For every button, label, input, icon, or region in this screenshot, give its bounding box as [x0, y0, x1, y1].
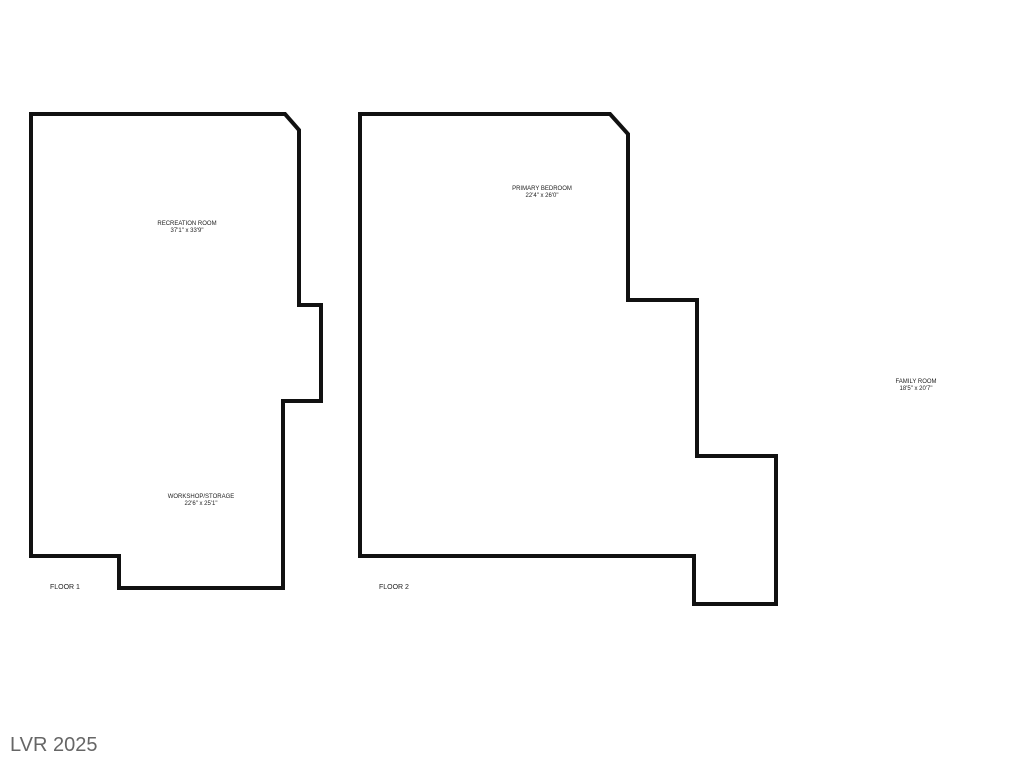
room-name: WORKSHOP/STORAGE — [168, 494, 235, 500]
floor-label: FLOOR 1 — [50, 584, 80, 591]
room-dims: 37'1" x 33'9" — [171, 228, 204, 234]
floor-2: PRIMARY BEDROOM 22'4" x 26'0" FAMILY ROO… — [358, 112, 937, 606]
room-name: FAMILY ROOM — [895, 379, 936, 385]
room-name: PRIMARY BEDROOM — [512, 186, 572, 192]
floor-1-outer-wall — [29, 112, 323, 590]
watermark: LVR 2025 — [10, 734, 98, 756]
room-dims: 22'4" x 26'0" — [526, 193, 559, 199]
room-dims: 18'5" x 20'7" — [900, 386, 933, 392]
floor-1: RECREATION ROOM 37'1" x 33'9" WORKSHOP/S… — [29, 112, 323, 591]
floor-label: FLOOR 2 — [379, 584, 409, 591]
floor-2-outer-wall — [358, 112, 778, 606]
room-dims: 22'6" x 25'1" — [185, 501, 218, 507]
room-name: RECREATION ROOM — [157, 221, 216, 227]
